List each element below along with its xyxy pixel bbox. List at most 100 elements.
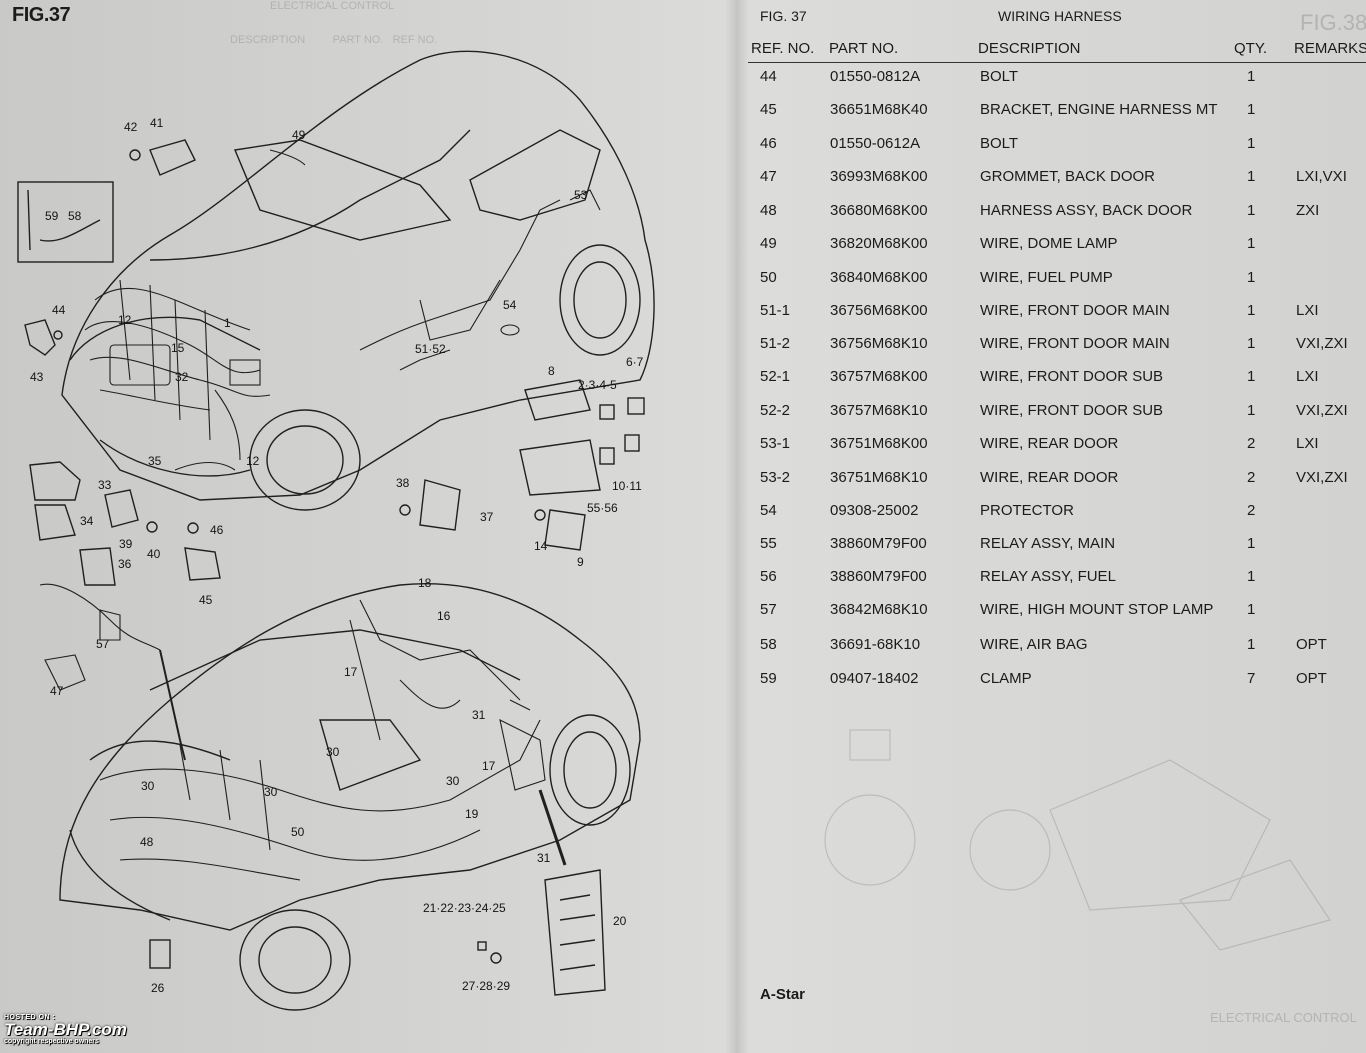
- cell-remarks: LXI: [1296, 302, 1319, 319]
- callout-label: 6·7: [626, 355, 644, 369]
- loose-parts-upper: [17, 139, 645, 586]
- callout-label: 37: [480, 510, 494, 524]
- callout-label: 9: [577, 555, 584, 569]
- callout-label: 54: [503, 298, 517, 312]
- table-row: 53-2 36751M68K10 WIRE, REAR DOOR 2 VXI,Z…: [0, 469, 1366, 499]
- table-row: 44 01550-0812A BOLT 1: [0, 68, 1366, 98]
- cell-desc: WIRE, FRONT DOOR MAIN: [980, 335, 1170, 352]
- cell-part: 36756M68K00: [830, 302, 928, 319]
- callout-label: 44: [52, 303, 66, 317]
- callout-label: 43: [30, 370, 44, 384]
- body-harness: [39, 583, 546, 881]
- door-harness: [269, 149, 601, 371]
- table-row: 58 36691-68K10 WIRE, AIR BAG 1 OPT: [0, 636, 1366, 666]
- cell-desc: WIRE, DOME LAMP: [980, 235, 1118, 252]
- cell-remarks: LXI: [1296, 368, 1319, 385]
- callout-label: 55·56: [587, 501, 618, 515]
- header-part-no: PART NO.: [829, 40, 899, 57]
- table-row: 48 36680M68K00 HARNESS ASSY, BACK DOOR 1…: [0, 202, 1366, 232]
- cell-qty: 1: [1247, 302, 1256, 319]
- cell-desc: BOLT: [980, 135, 1019, 152]
- bleed-through-text: ELECTRICAL CONTROL: [1210, 1010, 1357, 1025]
- watermark-hosted: HOSTED ON :: [4, 1014, 56, 1021]
- cell-qty: 7: [1247, 670, 1256, 687]
- cell-desc: WIRE, FRONT DOOR MAIN: [980, 302, 1170, 319]
- cell-part: 38860M79F00: [830, 535, 927, 552]
- table-row: 53-1 36751M68K00 WIRE, REAR DOOR 2 LXI: [0, 435, 1366, 465]
- watermark-brand: Team-BHP.com: [4, 1020, 127, 1039]
- callout-label: 10·11: [612, 479, 642, 493]
- cell-desc: CLAMP: [980, 670, 1032, 687]
- cell-desc: WIRE, FRONT DOOR SUB: [980, 402, 1164, 419]
- callout-label: 31: [472, 708, 486, 722]
- callout-label: 35: [148, 454, 162, 468]
- callout-label: 49: [292, 128, 306, 142]
- callout-label: 36: [118, 557, 132, 571]
- callout-label: 45: [199, 593, 213, 607]
- cell-desc: BOLT: [980, 68, 1019, 85]
- cell-desc: RELAY ASSY, FUEL: [980, 568, 1116, 585]
- callout-label: 40: [147, 547, 161, 561]
- watermark: HOSTED ON : Team-BHP.com copyright respe…: [4, 1014, 127, 1045]
- bleed-through-text: FIG.38: [1300, 10, 1366, 35]
- table-row: 46 01550-0612A BOLT 1: [0, 135, 1366, 165]
- callout-label: 30: [141, 779, 155, 793]
- table-row: 55 38860M79F00 RELAY ASSY, MAIN 1: [0, 535, 1366, 565]
- cell-ref: 46: [760, 135, 777, 152]
- cell-ref: 53-2: [760, 469, 791, 486]
- callout-label: 30: [446, 774, 460, 788]
- callout-label: 51·52: [415, 342, 446, 356]
- cell-part: 36651M68K40: [830, 101, 928, 118]
- cell-ref: 55: [760, 535, 777, 552]
- bleed-through-text: ELECTRICAL CONTROL: [270, 0, 395, 12]
- callout-label: 12: [246, 454, 260, 468]
- cell-part: 36757M68K00: [830, 368, 928, 385]
- callout-label: 19: [465, 807, 479, 821]
- cell-remarks: LXI: [1296, 435, 1319, 452]
- callout-label: 15: [171, 341, 185, 355]
- cell-desc: BRACKET, ENGINE HARNESS MT: [980, 101, 1218, 118]
- cell-ref: 47: [760, 168, 777, 185]
- cell-desc: PROTECTOR: [980, 502, 1074, 519]
- callout-label: 41: [150, 116, 164, 130]
- cell-remarks: OPT: [1296, 636, 1327, 653]
- callout-label: 17: [482, 759, 496, 773]
- header-qty: QTY.: [1234, 40, 1268, 57]
- cell-part: 09407-18402: [830, 670, 919, 687]
- cell-qty: 1: [1247, 135, 1256, 152]
- cell-part: 36757M68K10: [830, 402, 928, 419]
- cell-ref: 49: [760, 235, 777, 252]
- callout-label: 12: [118, 313, 132, 327]
- cell-part: 36840M68K00: [830, 269, 928, 286]
- cell-qty: 1: [1247, 68, 1256, 85]
- cell-ref: 53-1: [760, 435, 791, 452]
- cell-desc: WIRE, AIR BAG: [980, 636, 1088, 653]
- cell-part: 36756M68K10: [830, 335, 928, 352]
- cell-ref: 52-1: [760, 368, 791, 385]
- cell-desc: WIRE, HIGH MOUNT STOP LAMP: [980, 601, 1214, 618]
- cell-remarks: ZXI: [1296, 202, 1320, 219]
- cell-ref: 59: [760, 670, 777, 687]
- cell-ref: 48: [760, 202, 777, 219]
- header-description: DESCRIPTION: [978, 40, 1081, 57]
- cell-qty: 1: [1247, 368, 1256, 385]
- callout-label: 34: [80, 514, 94, 528]
- cell-remarks: VXI,ZXI: [1296, 469, 1348, 486]
- header-ref-no: REF. NO.: [751, 40, 815, 57]
- callout-label: 14: [534, 539, 548, 553]
- table-title: WIRING HARNESS: [998, 8, 1122, 24]
- watermark-copyright: copyright respective owners: [4, 1038, 99, 1045]
- callout-label: 31: [537, 851, 551, 865]
- cell-qty: 1: [1247, 235, 1256, 252]
- cell-qty: 1: [1247, 601, 1256, 618]
- cell-part: 01550-0612A: [830, 135, 921, 152]
- cell-ref: 44: [760, 68, 777, 85]
- table-row: 51-2 36756M68K10 WIRE, FRONT DOOR MAIN 1…: [0, 335, 1366, 365]
- junction-box: [149, 789, 606, 996]
- cell-desc: RELAY ASSY, MAIN: [980, 535, 1116, 552]
- cell-qty: 1: [1247, 168, 1256, 185]
- cell-remarks: VXI,ZXI: [1296, 402, 1348, 419]
- cell-part: 01550-0812A: [830, 68, 921, 85]
- callout-label: 47: [50, 684, 64, 698]
- model-footer: A-Star: [760, 986, 806, 1003]
